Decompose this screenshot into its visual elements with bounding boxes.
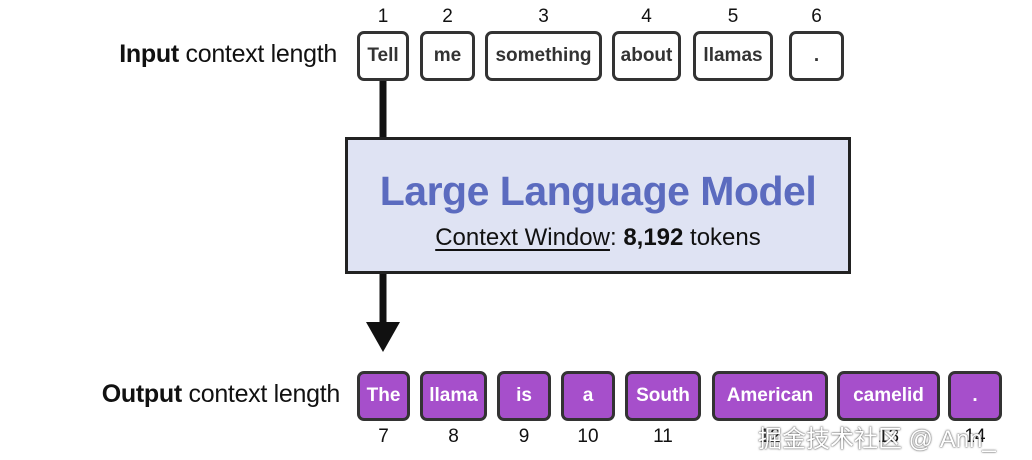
output-token-index-2: 8 [448,426,459,447]
context-window-sep: : [609,224,624,251]
output-token-index-3: 9 [518,426,530,447]
output-token-4: a [561,371,615,421]
output-label-rest: context length [181,380,341,408]
output-context-length-label: Output context length [101,380,341,409]
input-token-5: llamas [693,31,773,81]
output-token-7: camelid [837,371,940,421]
input-context-length-label: Input context length [119,40,337,69]
model-title: Large Language Model [379,168,817,214]
input-token-index-2: 2 [442,6,453,27]
input-label-rest: context length [178,40,338,68]
context-window-label: Context Window [435,224,610,251]
output-token-index-5: 11 [653,426,673,447]
output-token-index-8: 14 [964,426,986,447]
output-token-index-4: 10 [577,426,599,447]
output-token-3: is [497,371,551,421]
context-window-line: Context Window: 8,192 tokens [348,224,848,252]
output-token-5: South [625,371,701,421]
context-window-unit: tokens [683,224,761,251]
input-label-bold: Input [119,40,179,68]
input-token-index-4: 4 [641,6,652,27]
input-token-3: something [485,31,602,81]
output-token-6: American [712,371,828,421]
output-arrow-head [366,322,400,352]
input-token-index-1: 1 [377,6,389,27]
output-token-2: llama [420,371,487,421]
input-token-4: about [612,31,681,81]
input-token-2: me [420,31,475,81]
large-language-model-box: Large Language Model Context Window: 8,1… [345,137,851,274]
output-label-bold: Output [101,380,182,408]
output-token-1: The [357,371,410,421]
output-token-index-7: 13 [877,426,900,447]
input-token-index-3: 3 [538,6,549,27]
output-token-index-6: 12 [759,426,781,447]
input-token-1: Tell [357,31,409,81]
output-token-index-1: 7 [378,426,389,447]
context-window-value: 8,192 [623,224,684,251]
input-token-6: . [789,31,844,81]
output-token-8: . [948,371,1002,421]
input-token-index-6: 6 [811,6,822,27]
input-token-index-5: 5 [727,6,739,27]
watermark: 掘金技术社区 @ Ann_ [758,426,996,453]
